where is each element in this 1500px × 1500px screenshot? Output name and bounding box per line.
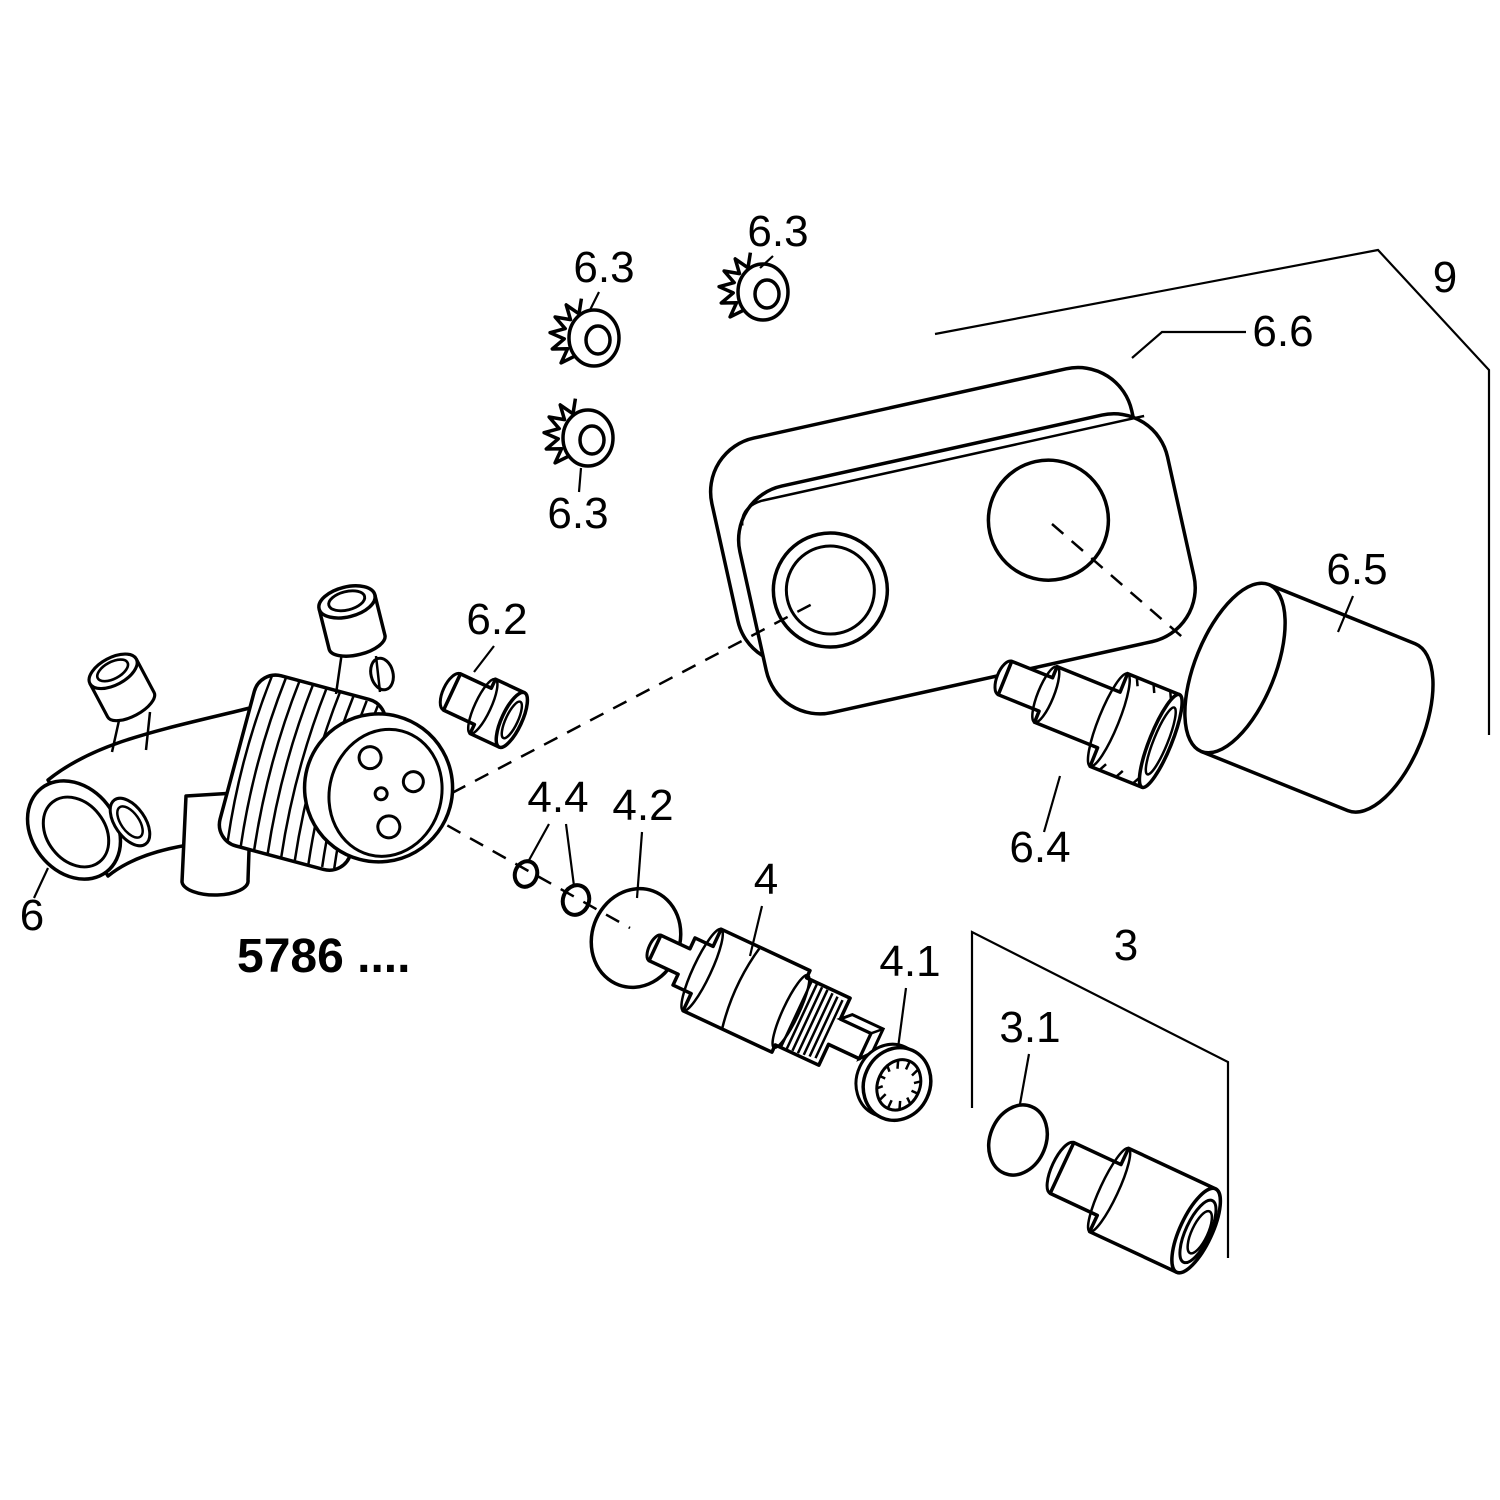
label-3: 3 [1114,921,1138,970]
leader-line-6-3-mid [589,291,600,311]
plate-thickness-edge [740,414,1145,526]
leader-line-9 [934,248,1491,735]
port-a-ring-inner [116,805,144,839]
part-o-ring-4-4-left [512,859,540,889]
label-6-6: 6.6 [1252,307,1313,356]
label-4-1: 4.1 [879,937,940,986]
leader-line-4-2 [635,831,644,899]
leader-line-4-1 [896,987,908,1049]
leader-line-3-1 [1018,1053,1031,1105]
plate-hole-right [986,458,1111,582]
label-6-3-mid: 6.3 [573,243,634,292]
cartridge-front-edge [680,927,725,1013]
label-3-1: 3.1 [999,1003,1060,1052]
head-hole-1 [357,745,383,771]
socket-bore-inner [1186,1209,1214,1255]
extension-end-face [1137,692,1184,790]
head-hole-2 [401,770,425,794]
bushing-bore [500,700,524,740]
socket-bore-outer [1178,1198,1218,1265]
leader-line-6-4 [1042,775,1062,833]
cartridge-step-edge [771,973,811,1050]
port-a-ring [108,796,152,848]
leader-line-6-2 [473,645,495,673]
port-b-stem [334,651,382,695]
sleeve-open-face [1183,581,1287,755]
leader-line-4 [748,905,764,957]
extension-castellations [1098,677,1173,785]
part-cartridge-4 [645,927,886,1067]
socket-step-edge [1086,1146,1132,1234]
label-4-4: 4.4 [527,773,588,822]
cartridge-shading [720,946,762,1030]
label-6-2: 6.2 [466,595,527,644]
port-a-ring-outer [108,796,152,848]
part-o-ring-3-1 [986,1103,1050,1177]
axis-dashed-body-to-cartridge [401,798,631,930]
label-6-3-low: 6.3 [547,489,608,538]
part-cap-sleeve-6-5 [1183,581,1435,814]
part-ring-nut-4-1 [854,1042,933,1123]
label-6-5: 6.5 [1326,545,1387,594]
cartridge-stem-tip-edge [870,1027,884,1035]
ring-nut-knurl [877,1060,921,1110]
axis-dashed-plate-to-sleeve [1051,523,1189,643]
bushing-step-edge [466,677,499,736]
wall-plate-front [736,412,1197,716]
plate-hole-left-inner [784,544,876,636]
cartridge-splines [780,980,844,1059]
part-bushing-6-2 [438,671,530,750]
axis-dashed-body-to-plate [451,599,819,795]
label-6-3-top: 6.3 [747,207,808,256]
part-socket-3 [1045,1140,1223,1275]
leader-line-4-4 [527,823,576,887]
part-o-ring-4-4-right [560,883,592,917]
elbow-opening-inner [41,795,111,869]
label-4: 4 [754,855,778,904]
leader-line-6-6 [1131,330,1246,359]
bushing-end-face [494,690,530,750]
label-6: 6 [20,891,44,940]
label-6-4: 6.4 [1009,823,1070,872]
leader-line-6-3-low [577,467,583,493]
extension-step-edge [1031,665,1061,724]
label-9: 9 [1433,253,1457,302]
head-center-hole [373,786,389,802]
head-hole-3 [376,814,402,840]
leader-line-6-3-top [759,255,774,269]
body-head [302,712,455,864]
leader-line-6 [33,867,49,899]
label-4-2: 4.2 [612,781,673,830]
extension-end-bore [1144,706,1177,776]
part-extension-6-4 [993,659,1184,790]
part-valve-body-6 [25,578,455,897]
extension-collar-edge [1086,672,1131,768]
label-model-number: 5786 .... [237,930,410,983]
leader-line-6-5 [1336,595,1355,633]
bracket-line-3 [970,930,1230,1258]
